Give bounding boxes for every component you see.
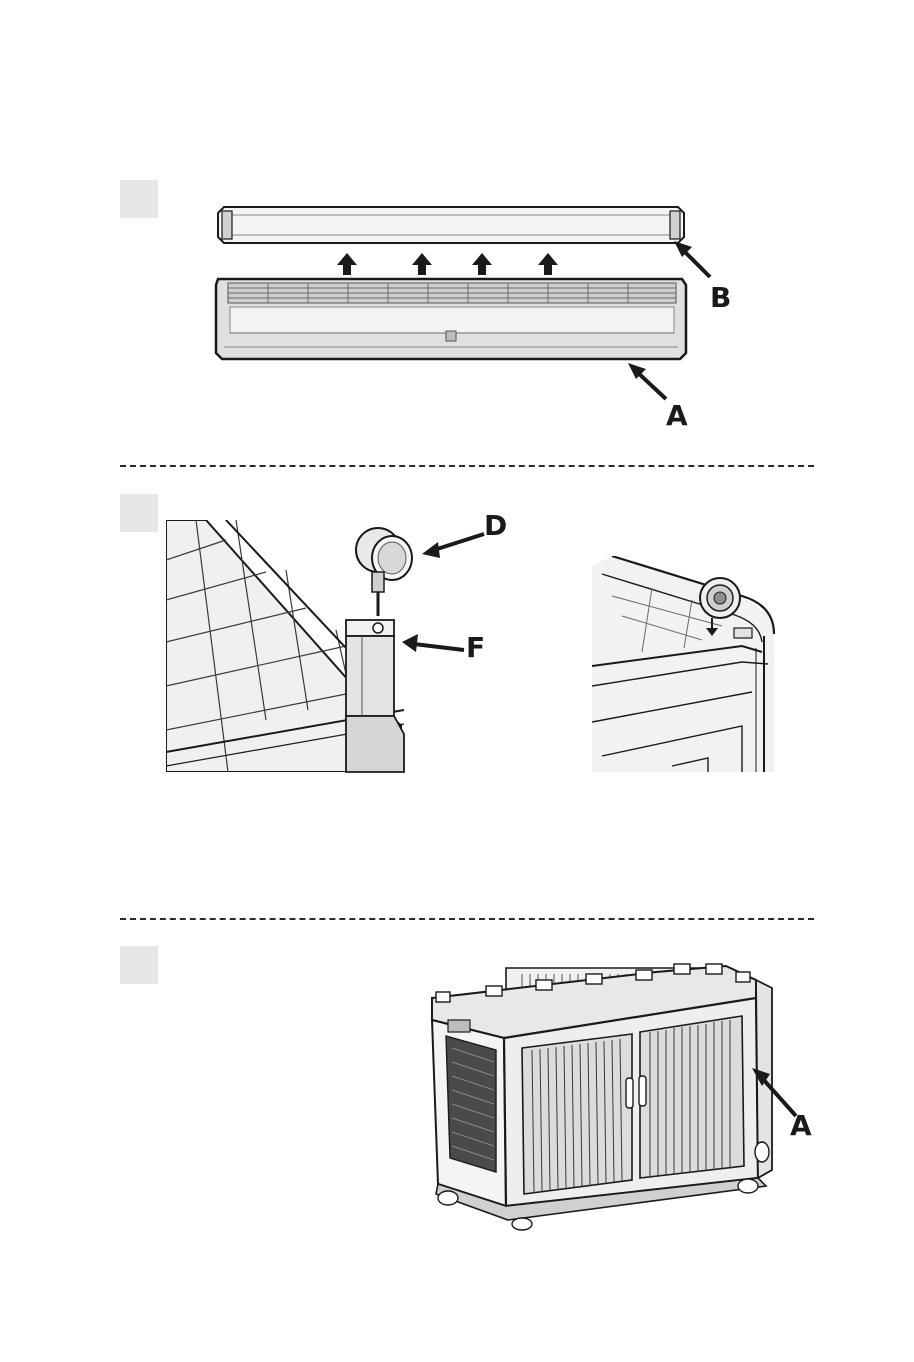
step-2-box: [120, 494, 158, 532]
callout-arrow-a: [628, 363, 666, 399]
cage-side-panel: [432, 1020, 506, 1206]
step-3-box: [120, 946, 158, 984]
section-divider: [120, 465, 814, 467]
base-unit: [216, 279, 686, 359]
callout-label-b: B: [710, 284, 731, 312]
step-1-box: [120, 180, 158, 218]
top-cover-panel: [218, 207, 684, 243]
callout-arrow-f: [402, 634, 464, 652]
callout-label-d: D: [484, 512, 507, 540]
step-2-left-illustration: [166, 520, 512, 772]
callout-label-f: F: [466, 634, 485, 662]
callout-arrow-b: [674, 241, 710, 277]
callout-label-a: A: [666, 402, 688, 430]
section-divider: [120, 918, 814, 920]
step-2-right-illustration: [592, 556, 776, 772]
callout-arrow-d: [422, 534, 484, 558]
corner-post: [346, 620, 404, 772]
step-3-illustration: [426, 958, 816, 1230]
lift-arrows: [337, 253, 558, 275]
caster-wheel: [356, 528, 412, 616]
callout-label-a-step3: A: [790, 1112, 812, 1140]
